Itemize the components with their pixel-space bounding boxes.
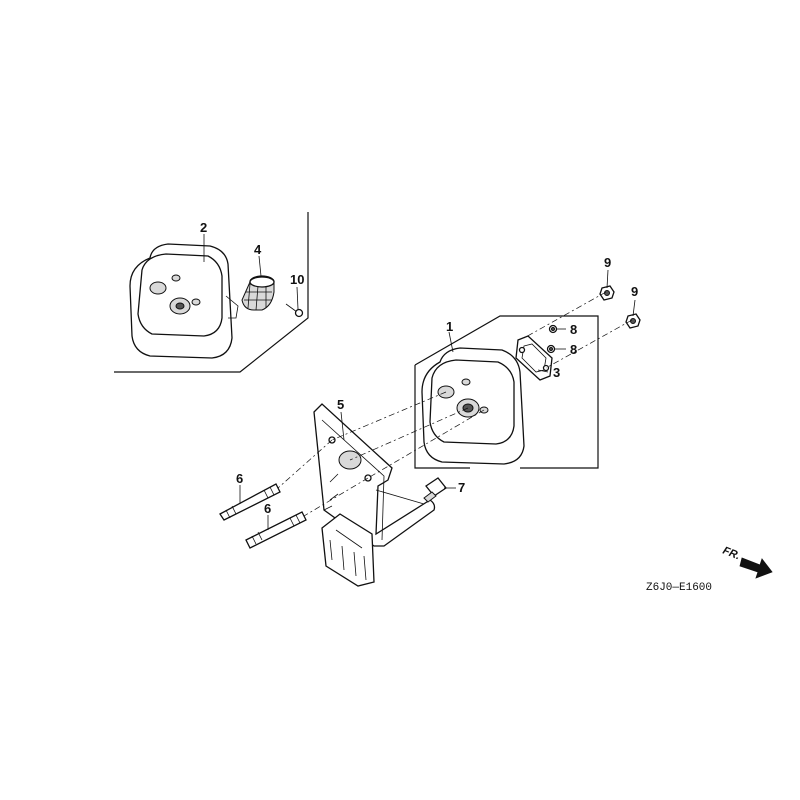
callout-2: 2 bbox=[200, 220, 207, 235]
lower-shield-plate[interactable] bbox=[321, 513, 375, 587]
callout-6-lower: 6 bbox=[264, 501, 271, 516]
nut-9-upper[interactable] bbox=[599, 285, 615, 301]
callout-1: 1 bbox=[446, 319, 453, 334]
stud-6-upper[interactable] bbox=[219, 483, 281, 521]
leader-lines bbox=[203, 234, 636, 530]
callout-10: 10 bbox=[290, 272, 304, 287]
callout-8-upper: 8 bbox=[570, 322, 577, 337]
callout-8-lower: 8 bbox=[570, 342, 577, 357]
spark-arrester[interactable] bbox=[241, 275, 275, 311]
diagram-code: Z6J0—E1600 bbox=[646, 582, 712, 594]
muffler-alt[interactable] bbox=[129, 243, 239, 359]
callout-5: 5 bbox=[337, 397, 344, 412]
stud-6-lower[interactable] bbox=[245, 511, 307, 549]
callout-9-upper: 9 bbox=[604, 255, 611, 270]
callout-9-lower: 9 bbox=[631, 284, 638, 299]
front-arrow-icon bbox=[739, 557, 773, 579]
callout-labels: 1 2 3 4 5 6 6 7 8 8 9 9 10 bbox=[200, 220, 638, 516]
bolt-8-lower[interactable] bbox=[546, 344, 556, 354]
assembly-frame bbox=[414, 315, 599, 469]
alignment-lines bbox=[277, 291, 633, 517]
exhaust-gasket[interactable] bbox=[515, 335, 553, 381]
muffler-main[interactable] bbox=[421, 347, 525, 465]
bolt-8-upper[interactable] bbox=[548, 324, 558, 334]
callout-3: 3 bbox=[553, 365, 560, 380]
nut-9-lower[interactable] bbox=[625, 313, 641, 329]
front-direction-marker: FR. bbox=[721, 545, 773, 579]
callout-6-upper: 6 bbox=[236, 471, 243, 486]
screw-10[interactable] bbox=[285, 303, 304, 318]
inset-frame bbox=[114, 212, 309, 373]
callout-4: 4 bbox=[254, 242, 262, 257]
flange-bolt-7[interactable] bbox=[423, 477, 447, 503]
callout-7: 7 bbox=[458, 480, 465, 495]
fr-label: FR. bbox=[721, 545, 742, 563]
